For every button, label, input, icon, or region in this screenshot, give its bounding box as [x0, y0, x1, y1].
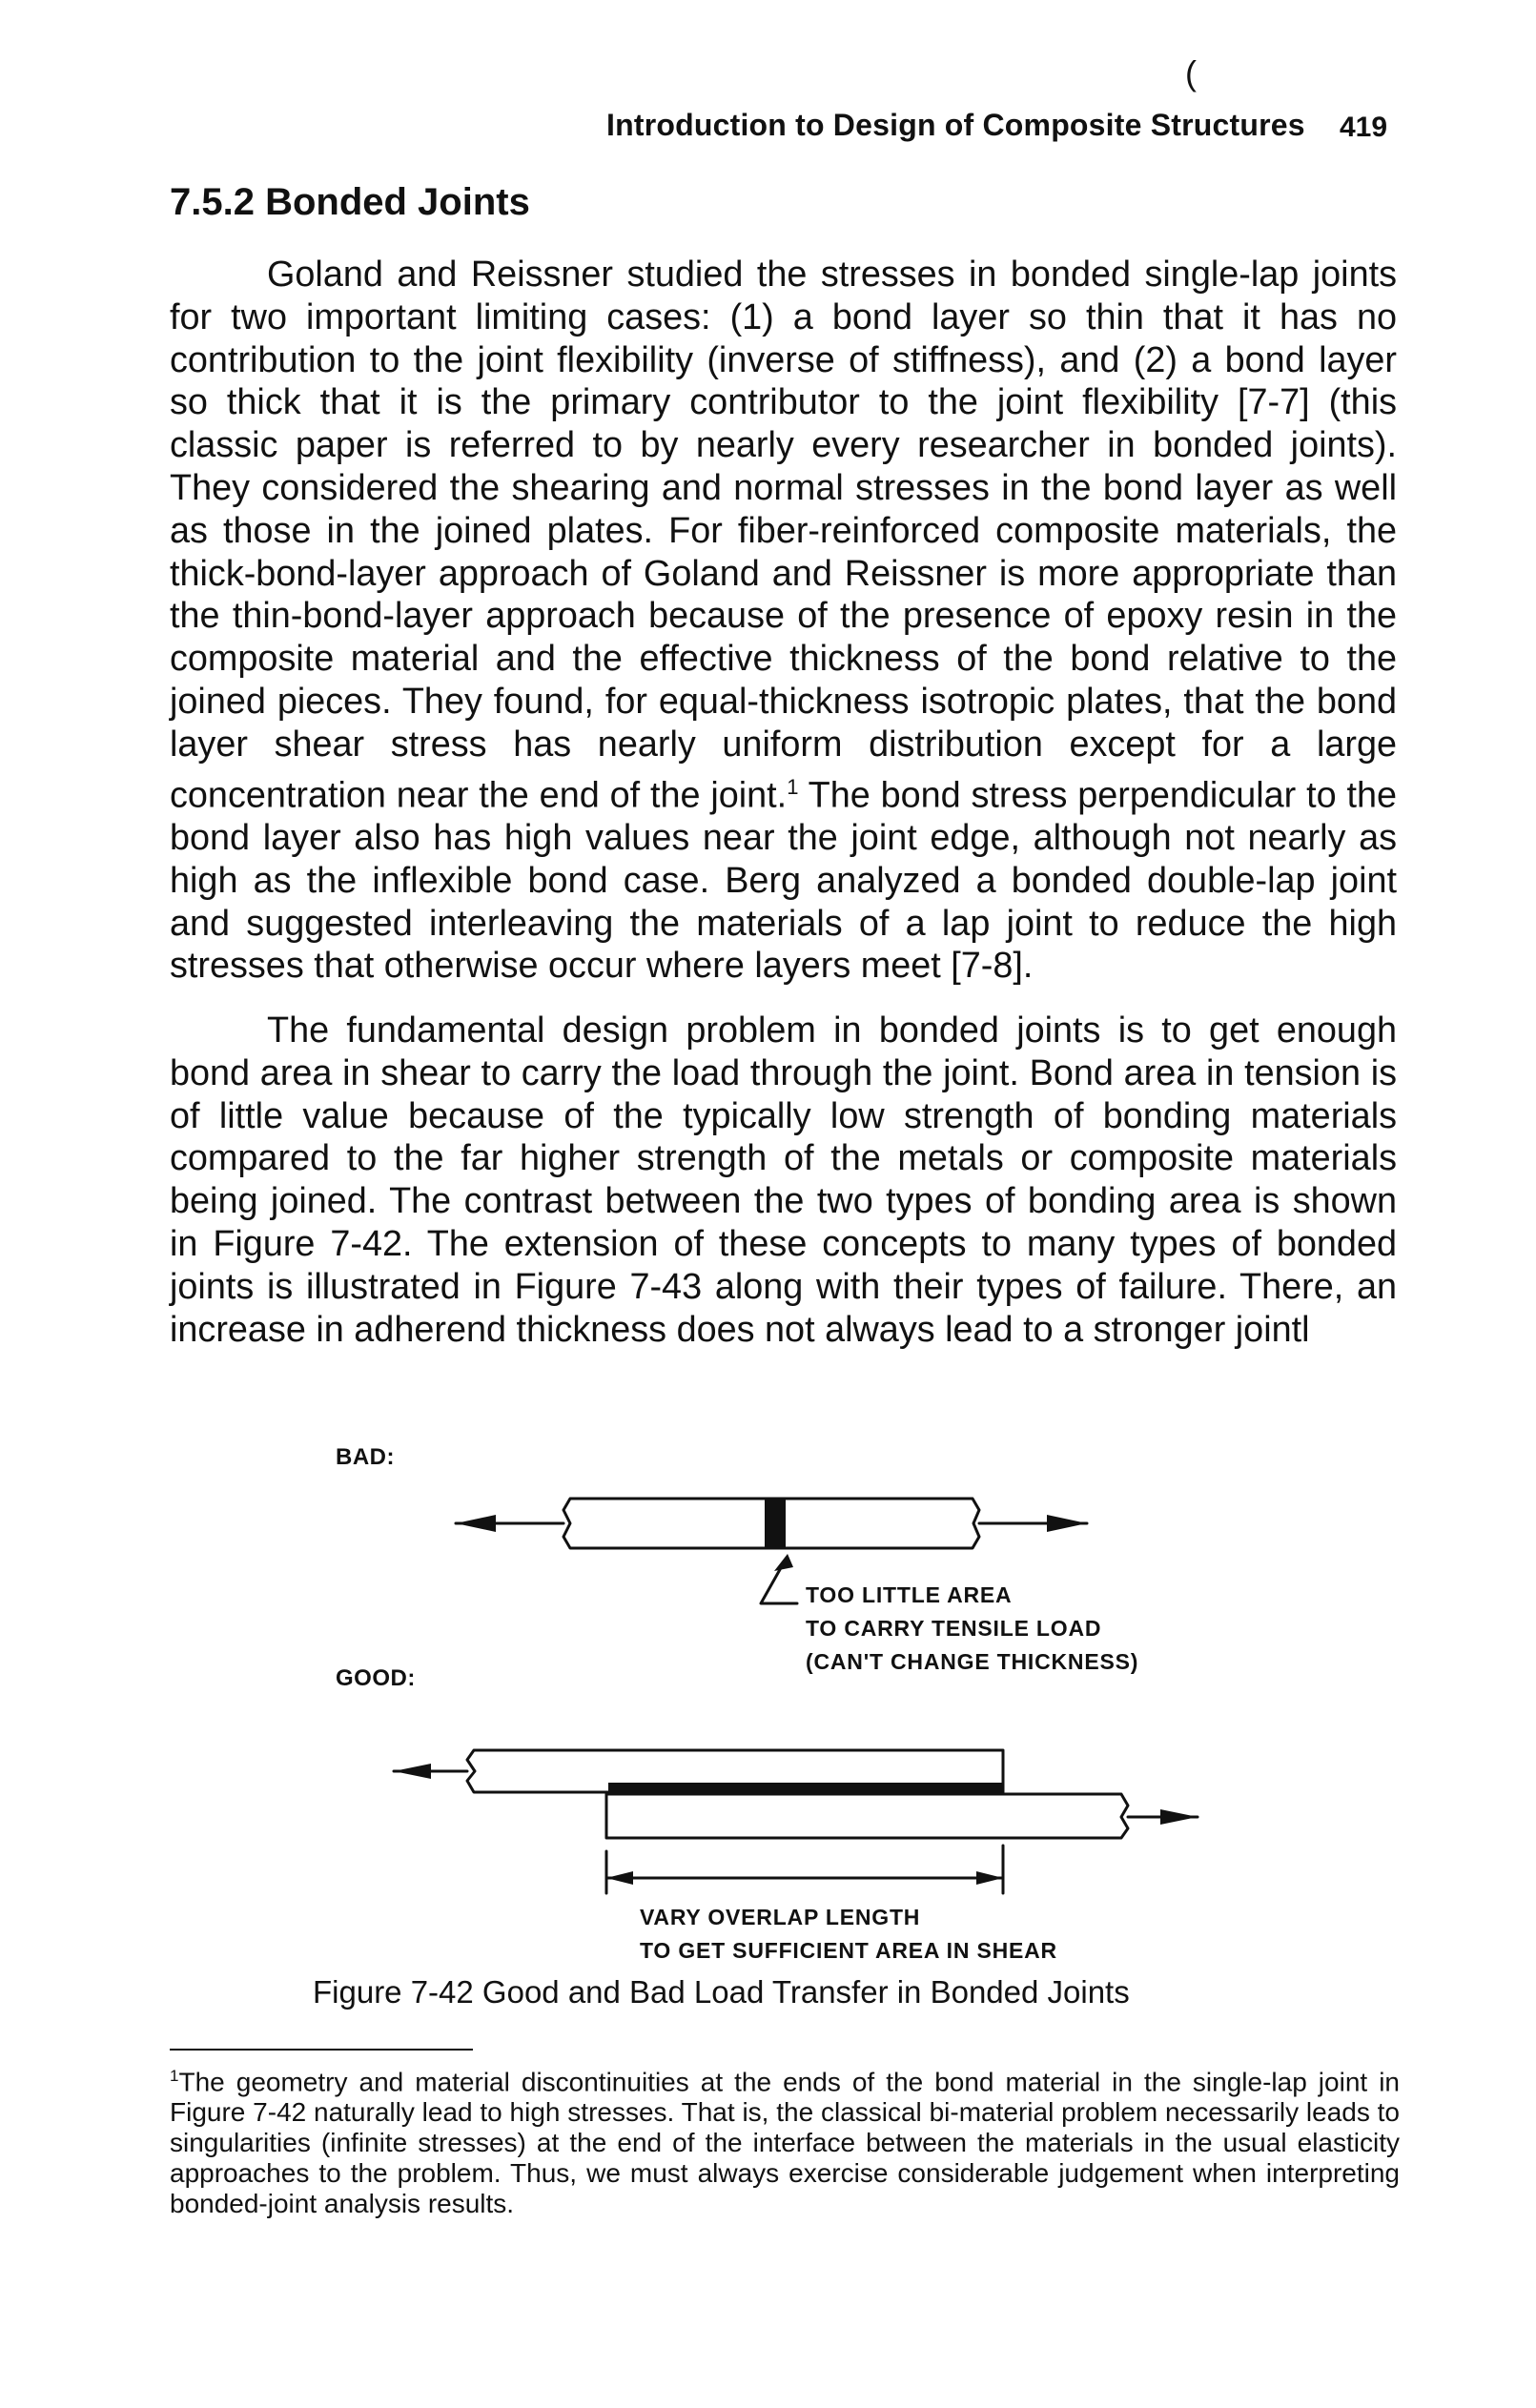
lap-bond-layer: [608, 1783, 1003, 1794]
paragraph-1-text-a: Goland and Reissner studied the stresses…: [170, 255, 1397, 816]
bad-annotation-line-1: TOO LITTLE AREA: [806, 1582, 1013, 1607]
footnote-marker: 1: [170, 2067, 179, 2085]
upper-adherend: [465, 1748, 1005, 1794]
dimension-arrow-left-icon: [606, 1871, 633, 1885]
paragraph-2-text: The fundamental design problem in bonded…: [170, 1010, 1397, 1350]
bad-annotation-line-2: TO CARRY TENSILE LOAD: [806, 1616, 1102, 1641]
butt-bond-layer: [765, 1499, 786, 1548]
good-right-arrow-icon: [1160, 1809, 1198, 1825]
good-annotation: VARY OVERLAP LENGTH TO GET SUFFICIENT AR…: [640, 1901, 1057, 1968]
page-number: 419: [1340, 112, 1388, 143]
paragraph-1-text-b: The bond stress perpendicular to the bon…: [170, 775, 1397, 987]
footnote: 1The geometry and material discontinuiti…: [170, 2061, 1400, 2219]
running-title: Introduction to Design of Composite Stru…: [606, 108, 1305, 142]
footnote-rule: [170, 2049, 473, 2051]
paragraph-1: Goland and Reissner studied the stresses…: [170, 254, 1397, 988]
paragraph-2: The fundamental design problem in bonded…: [170, 1010, 1397, 1351]
good-left-arrow-icon: [394, 1764, 431, 1779]
good-label: GOOD:: [336, 1665, 416, 1691]
dimension-arrow-right-icon: [976, 1871, 1003, 1885]
leader-arrow-icon: [774, 1554, 793, 1571]
bad-annotation: TOO LITTLE AREA TO CARRY TENSILE LOAD (C…: [806, 1579, 1138, 1679]
good-annotation-line-1: VARY OVERLAP LENGTH: [640, 1905, 921, 1929]
margin-mark: (: [1185, 53, 1197, 92]
lower-adherend: [604, 1792, 1130, 1840]
section-heading: 7.5.2 Bonded Joints: [170, 181, 530, 223]
footnote-ref: 1: [787, 774, 799, 799]
butt-joint-bar: [562, 1497, 981, 1550]
left-arrow-icon: [456, 1515, 496, 1532]
bad-label: BAD:: [336, 1444, 395, 1470]
figure-caption: Figure 7-42 Good and Bad Load Transfer i…: [313, 1974, 1130, 2010]
right-arrow-icon: [1047, 1515, 1087, 1532]
leader-line: [759, 1556, 799, 1605]
good-annotation-line-2: TO GET SUFFICIENT AREA IN SHEAR: [640, 1938, 1057, 1963]
footnote-text: The geometry and material discontinuitie…: [170, 2067, 1400, 2219]
bad-annotation-line-3: (CAN'T CHANGE THICKNESS): [806, 1649, 1139, 1674]
